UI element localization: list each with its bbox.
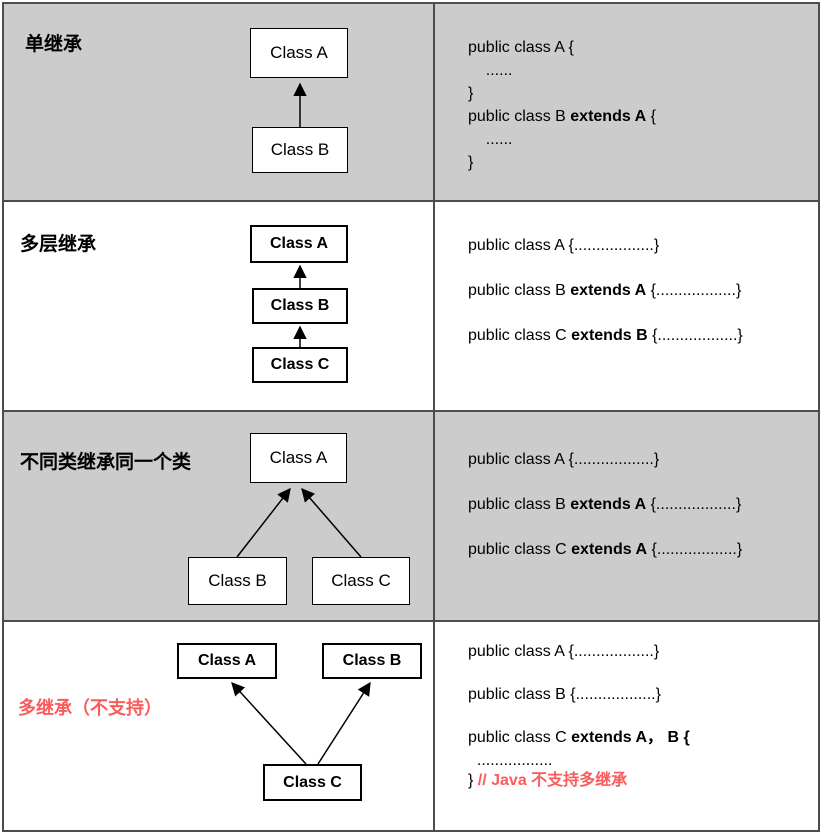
not-supported-comment: // Java 不支持多继承: [477, 772, 628, 789]
code-text: {: [646, 108, 656, 125]
common-parent-code-cell: public class A {..................} publ…: [435, 412, 818, 620]
class-box-b-label: Class B: [270, 297, 330, 314]
arrow-b-to-a: [236, 487, 291, 558]
class-box-a: Class A: [250, 225, 348, 263]
code-text: {..................}: [647, 327, 743, 344]
row-label-multiple-inheritance: 多继承（不支持）: [18, 698, 162, 718]
code-line: public class A {..................}: [468, 643, 660, 660]
class-box-a-label: Class A: [269, 235, 329, 252]
code-line: .................: [468, 752, 553, 769]
class-box-b: Class B: [322, 643, 422, 679]
code-text: public class C: [468, 541, 572, 558]
code-line: public class A {..................}: [468, 237, 660, 254]
code-line: public class B extends A {..............…: [468, 279, 810, 303]
row-label-single-inheritance: 单继承: [25, 34, 83, 55]
code-line: public class A {..................}: [468, 451, 660, 468]
row-single-inheritance: 单继承 Class A Class B public class A { ...…: [4, 4, 818, 202]
code-text: public class C: [468, 729, 572, 746]
class-box-a-label: Class A: [270, 43, 328, 62]
code-text: public class C: [468, 327, 572, 344]
row-multilevel-inheritance: 多层继承 Class A Class B Class C: [4, 202, 818, 412]
extends-keyword: extends A: [570, 282, 647, 299]
class-box-a: Class A: [177, 643, 277, 679]
code-block: public class A {..................} publ…: [435, 622, 818, 792]
multiple-inheritance-code-cell: public class A {..................} publ…: [435, 622, 818, 830]
code-line: public class B extends A {: [468, 105, 810, 128]
code-line: ......: [468, 131, 513, 148]
class-box-c: Class C: [312, 557, 410, 605]
single-inheritance-code-cell: public class A { ...... } public class B…: [435, 4, 818, 200]
extends-keyword: extends A， B {: [571, 729, 690, 746]
class-box-b-label: Class B: [208, 571, 267, 590]
extends-keyword: extends A: [571, 541, 648, 558]
code-line: public class C extends A， B {: [468, 726, 810, 750]
code-line: public class C extends A {..............…: [468, 538, 810, 562]
code-line: public class B {..................}: [468, 686, 661, 703]
row-common-parent-inheritance: 不同类继承同一个类 Class A Class B Class C: [4, 412, 818, 622]
code-block: public class A {..................} publ…: [435, 202, 818, 348]
extends-keyword: extends A: [570, 108, 647, 125]
row-multiple-inheritance: 多继承（不支持） Class A Class B Class C: [4, 622, 818, 830]
code-text: }: [468, 772, 478, 789]
extends-keyword: extends B: [571, 327, 648, 344]
row-label-common-parent: 不同类继承同一个类: [20, 452, 192, 473]
common-parent-diagram-cell: 不同类继承同一个类 Class A Class B Class C: [4, 412, 435, 620]
class-box-b: Class B: [252, 127, 348, 173]
code-text: {..................}: [647, 541, 743, 558]
code-line: }: [468, 154, 474, 171]
code-text: public class B: [468, 496, 571, 513]
class-box-a-label: Class A: [269, 448, 328, 467]
code-text: {..................}: [646, 496, 742, 513]
code-text: public class B: [468, 282, 571, 299]
arrow-c-to-a: [231, 682, 307, 765]
code-text: public class B: [468, 108, 571, 125]
class-box-b: Class B: [188, 557, 287, 605]
class-box-c-label: Class C: [283, 773, 342, 791]
row-label-multilevel-inheritance: 多层继承: [20, 234, 97, 255]
code-line: ......: [468, 62, 513, 79]
code-block: public class A { ...... } public class B…: [435, 4, 818, 174]
code-block: public class A {..................} publ…: [435, 412, 818, 562]
single-inheritance-diagram-cell: 单继承 Class A Class B: [4, 4, 435, 200]
class-box-b-label: Class B: [342, 652, 402, 669]
class-box-b: Class B: [252, 288, 348, 324]
extends-keyword: extends A: [570, 496, 647, 513]
code-line: public class B extends A {..............…: [468, 493, 810, 517]
class-box-c: Class C: [263, 764, 362, 801]
class-box-b-label: Class B: [270, 140, 330, 159]
class-box-c: Class C: [252, 347, 348, 383]
code-line: public class C extends B {..............…: [468, 324, 810, 348]
code-line: } // Java 不支持多继承: [468, 770, 810, 792]
code-line: public class A {: [468, 39, 574, 56]
class-box-a-label: Class A: [197, 652, 257, 669]
code-text: {..................}: [646, 282, 742, 299]
class-box-c-label: Class C: [270, 356, 330, 373]
multilevel-inheritance-diagram-cell: 多层继承 Class A Class B Class C: [4, 202, 435, 410]
multilevel-inheritance-code-cell: public class A {..................} publ…: [435, 202, 818, 410]
class-box-a: Class A: [250, 28, 348, 78]
multiple-inheritance-diagram-cell: 多继承（不支持） Class A Class B Class C: [4, 622, 435, 830]
arrow-c-to-a: [301, 487, 362, 558]
code-line: }: [468, 85, 474, 102]
class-box-a: Class A: [250, 433, 347, 483]
arrow-c-to-b: [317, 681, 371, 765]
class-box-c-label: Class C: [331, 571, 391, 590]
